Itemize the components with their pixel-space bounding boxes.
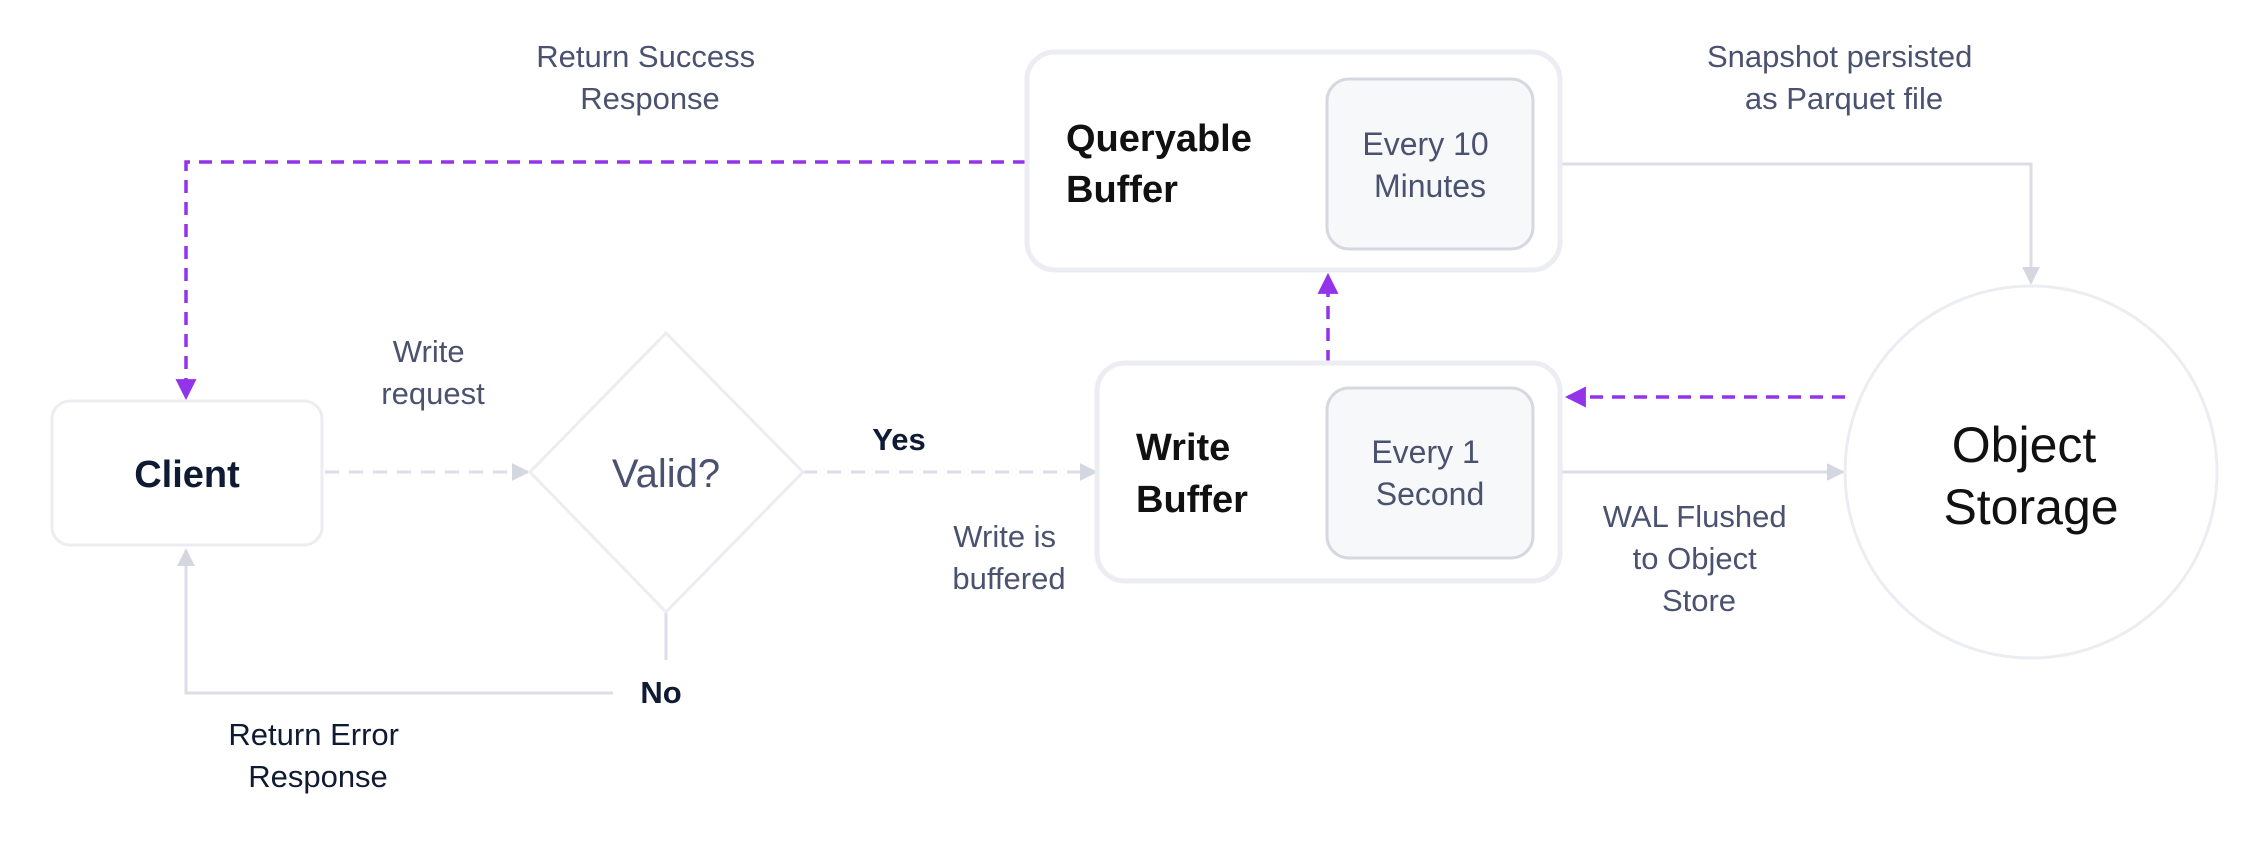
- write-buffer-interval: Every 1 Second: [1371, 434, 1488, 512]
- write-buffer-interval-line1: Every 1: [1371, 434, 1479, 470]
- write-buffer-interval-line2: Second: [1376, 476, 1485, 512]
- edge-snapshot-persist: [1560, 162, 2040, 285]
- edge-success-return: [175, 160, 1026, 401]
- label-write-buffered: Write is buffered: [952, 519, 1065, 596]
- label-wal-flushed-line2: to Object: [1633, 541, 1757, 576]
- label-snapshot: Snapshot persisted as Parquet file: [1707, 39, 1981, 116]
- queryable-buffer-interval-line1: Every 10: [1362, 126, 1488, 162]
- object-storage-label-line2: Storage: [1943, 479, 2118, 535]
- label-write-buffered-line2: buffered: [952, 561, 1065, 596]
- label-return-success: Return Success Response: [536, 39, 763, 116]
- client-node: Client: [50, 399, 324, 547]
- write-buffer-title-line2: Buffer: [1136, 479, 1248, 521]
- label-write-buffered-line1: Write is: [953, 519, 1056, 554]
- write-buffer-node: Write Buffer Every 1 Second: [1094, 360, 1563, 584]
- label-return-error-line2: Response: [248, 759, 388, 794]
- label-return-success-line2: Response: [580, 81, 720, 116]
- valid-decision-node: Valid?: [527, 330, 806, 615]
- label-snapshot-line1: Snapshot persisted: [1707, 39, 1972, 74]
- label-wal-flushed-line1: WAL Flushed: [1603, 499, 1787, 534]
- queryable-buffer-title: Queryable Buffer: [1066, 118, 1262, 211]
- queryable-buffer-interval-box: [1325, 77, 1535, 251]
- label-yes: Yes: [872, 422, 925, 457]
- queryable-buffer-title-line2: Buffer: [1066, 169, 1178, 211]
- queryable-buffer-title-line1: Queryable: [1066, 118, 1252, 160]
- client-label: Client: [134, 454, 240, 496]
- label-return-error-line1: Return Error: [228, 717, 399, 752]
- label-return-error: Return Error Response: [228, 717, 407, 794]
- label-no: No: [640, 675, 681, 710]
- write-buffer-title: Write Buffer: [1136, 427, 1248, 521]
- label-return-success-line1: Return Success: [536, 39, 755, 74]
- write-buffer-interval-box: [1325, 386, 1535, 560]
- label-wal-flushed-line3: Store: [1662, 583, 1736, 618]
- edge-error-return: [177, 548, 613, 695]
- write-buffer-title-line1: Write: [1136, 427, 1230, 469]
- label-write-request: Write request: [381, 334, 485, 411]
- label-snapshot-line2: as Parquet file: [1745, 81, 1943, 116]
- object-storage-node: Object Storage: [1843, 284, 2219, 660]
- valid-label: Valid?: [612, 452, 720, 496]
- queryable-buffer-node: Queryable Buffer Every 10 Minutes: [1024, 49, 1563, 273]
- queryable-buffer-interval-line2: Minutes: [1374, 168, 1486, 204]
- object-storage-label: Object Storage: [1943, 417, 2118, 535]
- queryable-buffer-interval: Every 10 Minutes: [1362, 126, 1497, 204]
- label-write-request-line2: request: [381, 376, 485, 411]
- label-write-request-line1: Write: [393, 334, 465, 369]
- label-wal-flushed: WAL Flushed to Object Store: [1603, 499, 1795, 618]
- object-storage-label-line1: Object: [1952, 417, 2097, 473]
